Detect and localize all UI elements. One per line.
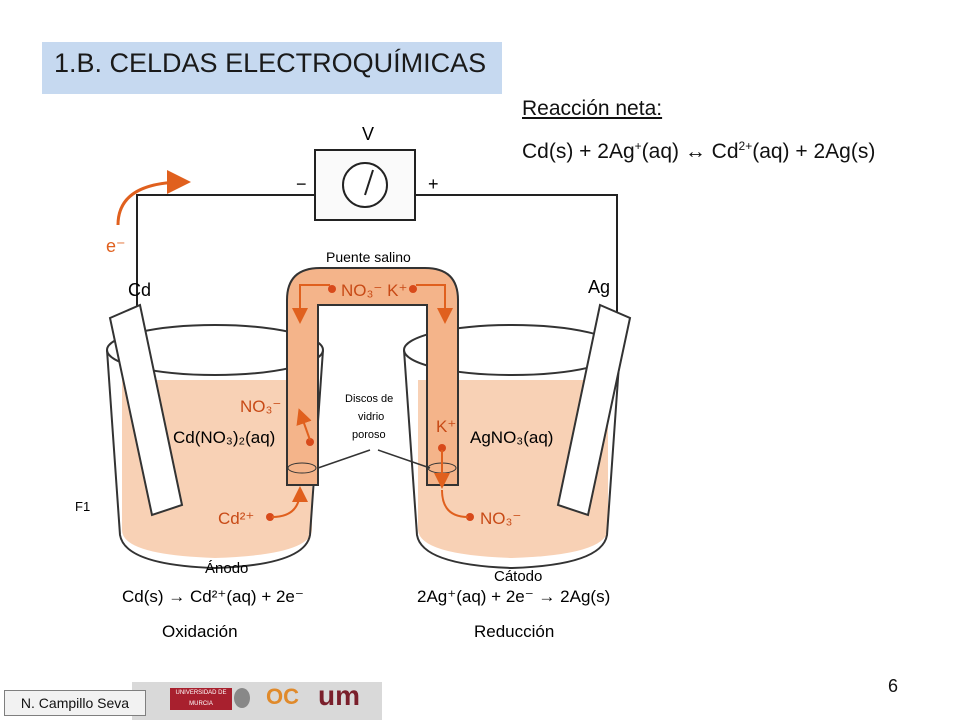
electron-flow-arrow [116,170,191,226]
reaction-part3: (aq) + 2Ag(s) [752,140,876,163]
voltmeter-label: V [362,124,374,144]
external-wire [136,194,618,330]
salt-bridge [286,267,459,486]
porous-pointer-right [377,449,431,469]
university-seal-icon [234,688,250,708]
porous-discs-line2: vidrio [358,411,384,423]
left-ion-top-label: NO₃⁻ [240,397,281,416]
bridge-ion-dot-right [409,285,417,293]
porous-pointer-left [317,449,371,469]
reaction-sup1: + [634,139,642,153]
bridge-ions-label: NO₃⁻ K⁺ [341,281,407,300]
cathode-label: Cátodo [494,568,542,585]
porous-disc-left [287,462,317,474]
reaction-part1: Cd(s) + 2Ag [522,140,635,163]
reaction-part2: (aq) ↔ Cd [641,140,739,163]
net-reaction: Cd(s) + 2Ag+(aq) ↔ Cd2+(aq) + 2Ag(s) [522,140,875,164]
ocw-logo: OC [266,684,299,709]
cathode-reaction: 2Ag⁺(aq) + 2e⁻ → 2Ag(s) [417,587,610,606]
right-ion-top-dot [438,444,446,452]
right-ion-bottom-label: NO₃⁻ [480,509,521,528]
cd-electrode [108,303,184,517]
right-beaker-wall [403,349,621,570]
bridge-flow-left [292,284,330,324]
title-box [42,42,502,94]
plus-terminal: + [428,174,439,194]
right-ion-bottom-arrow [441,489,469,518]
right-solution [418,380,608,558]
cd-electrode-label: Cd [128,280,151,300]
right-ion-top-label: K⁺ [436,417,456,436]
minus-terminal: − [296,174,307,194]
reaction-label: Reacción neta: [522,97,663,120]
university-logo: UNIVERSIDAD DE MURCIA [170,688,232,710]
electron-label: e⁻ [106,236,126,256]
oxidation-label: Oxidación [162,622,238,641]
um-logo: um [318,680,360,711]
f1-label: F1 [75,499,90,514]
porous-discs-line3: poroso [352,429,386,441]
left-ion-bottom-arrow [271,486,308,518]
right-ion-bottom-dot [466,513,474,521]
left-beaker-wall [106,349,324,570]
anode-label: Ánodo [205,560,248,577]
bridge-flow-right [416,284,453,324]
left-solution [122,380,312,558]
left-ion-top-dot [306,438,314,446]
voltmeter-needle [364,169,374,196]
anode-reaction: Cd(s) → Cd²⁺(aq) + 2e⁻ [122,587,304,606]
reduction-label: Reducción [474,622,554,641]
author-tag: N. Campillo Seva [4,690,146,716]
left-solution-label: Cd(NO₃)₂(aq) [173,428,275,447]
slide-number: 6 [888,676,899,696]
left-ion-top-arrow [296,408,312,441]
right-solution-label: AgNO₃(aq) [470,428,553,447]
slide-title: 1.B. CELDAS ELECTROQUÍMICAS [54,48,487,78]
left-ion-bottom-dot [266,513,274,521]
reaction-sup2: 2+ [738,139,753,153]
bridge-ion-dot-left [328,285,336,293]
voltmeter-dial [342,162,388,208]
porous-discs-line1: Discos de [345,393,393,405]
ag-electrode [556,303,632,517]
ag-electrode-label: Ag [588,277,610,297]
left-ion-bottom-label: Cd²⁺ [218,509,254,528]
salt-bridge-label: Puente salino [326,249,411,265]
